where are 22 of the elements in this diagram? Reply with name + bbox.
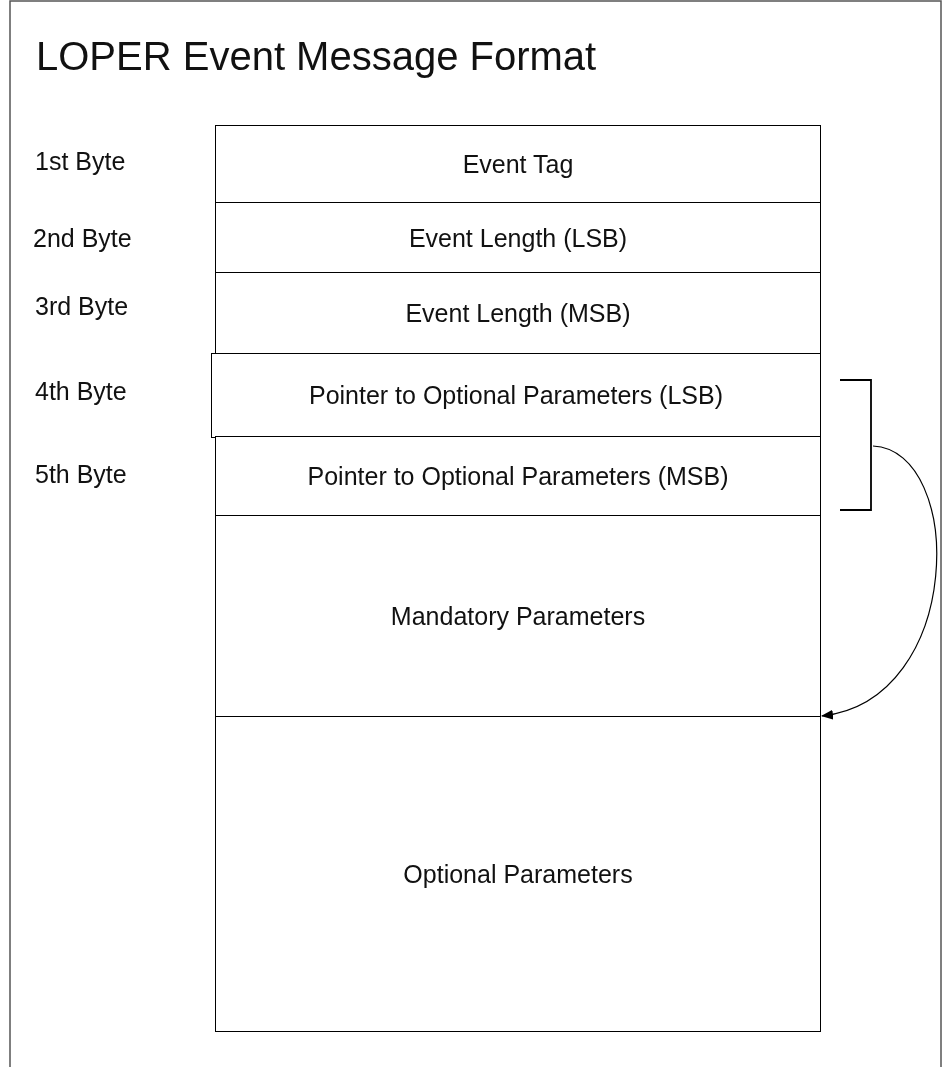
byte-position-label: 1st Byte: [35, 147, 126, 176]
byte-position-label: 2nd Byte: [33, 224, 132, 253]
field-box: [215, 202, 821, 274]
field-name: Event Length (LSB): [408, 223, 628, 253]
arrow: [821, 445, 937, 719]
byte-position-label: 5th Byte: [35, 460, 127, 489]
byte-position-label: 3rd Byte: [35, 292, 129, 321]
field-name: Event Length (MSB): [405, 299, 631, 328]
bracket: [839, 379, 872, 511]
field-name: Pointer to Optional Parameters (LSB): [308, 381, 724, 410]
byte-position-label: 4th Byte: [35, 377, 127, 406]
field-box: [215, 716, 821, 1032]
diagram-title: LOPER Event Message Format: [36, 34, 597, 79]
field-box: [215, 515, 821, 718]
field-name: Event Tag: [462, 150, 574, 179]
field-box: [215, 125, 821, 204]
field-name: Mandatory Parameters: [390, 602, 646, 631]
field-name: Pointer to Optional Parameters (MSB): [307, 462, 729, 491]
field-box: [215, 272, 821, 355]
field-box: [215, 436, 821, 517]
field-box: [211, 353, 821, 438]
field-name: Optional Parameters: [403, 859, 633, 889]
